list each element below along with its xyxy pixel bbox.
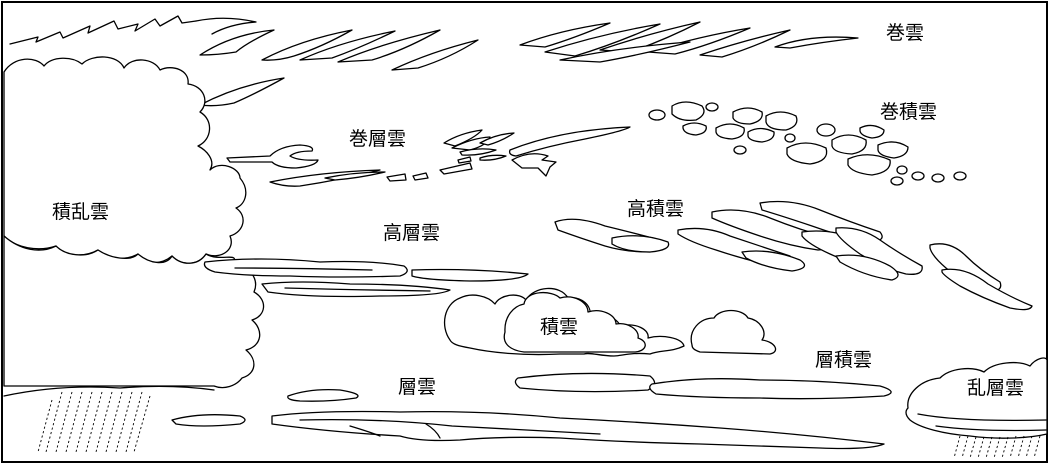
cumulonimbus-rain (37, 391, 151, 453)
label-cumulonimbus: 積乱雲 (52, 201, 110, 223)
label-stratus: 層雲 (398, 376, 437, 398)
nimbostratus-rain (953, 435, 1041, 459)
cirrus-cloud-shapes (9, 15, 859, 107)
cumulonimbus-cloud-shapes (3, 56, 265, 453)
label-cirrocumulus: 巻積雲 (880, 101, 938, 123)
label-cirrus: 巻雲 (886, 22, 925, 44)
label-altocumulus: 高積雲 (627, 198, 685, 220)
cirrocumulus-cloud-shapes (648, 101, 967, 186)
nimbostratus-cloud-shapes (905, 357, 1048, 459)
label-stratocumulus: 層積雲 (815, 349, 873, 371)
label-cumulus: 積雲 (540, 316, 579, 338)
cumulus-cloud-shapes (443, 287, 777, 357)
altocumulus-cloud-shapes (554, 200, 1033, 311)
stratocumulus-cloud-shapes (514, 372, 892, 400)
label-cirrostratus: 巻層雲 (349, 128, 407, 150)
label-nimbostratus: 乱層雲 (967, 377, 1025, 399)
altostratus-cloud-shapes (203, 258, 529, 298)
label-altostratus: 高層雲 (383, 222, 441, 244)
cirrostratus-cloud-shapes (226, 126, 631, 187)
stratus-cloud-shapes (171, 388, 885, 450)
